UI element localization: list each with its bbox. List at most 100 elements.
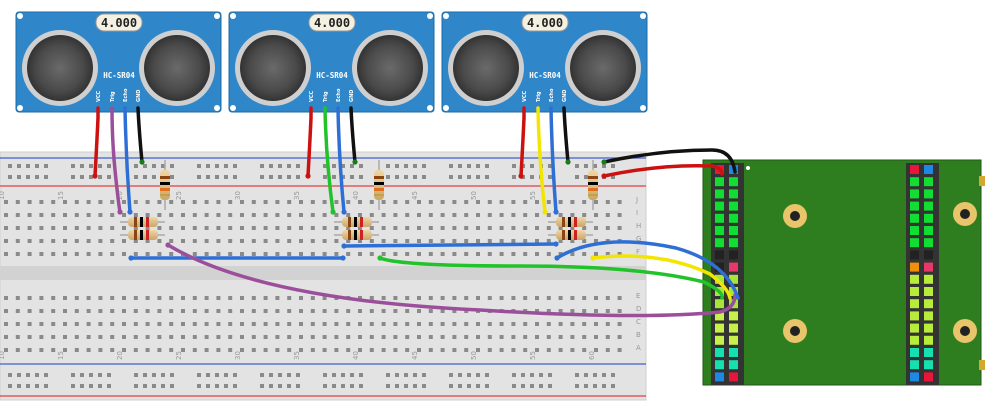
breadboard-hole <box>86 200 91 204</box>
rail-hole <box>278 373 282 377</box>
breadboard-hole <box>511 213 516 217</box>
breadboard-hole <box>617 226 622 230</box>
breadboard-hole <box>535 200 539 204</box>
transducer-right <box>144 35 210 101</box>
breadboard-hole <box>86 213 91 217</box>
rail-hole <box>269 384 273 388</box>
breadboard-hole <box>605 296 610 300</box>
breadboard-hole <box>287 239 292 243</box>
header-pin <box>924 372 933 382</box>
breadboard-hole <box>358 213 362 217</box>
breadboard-hole <box>251 239 256 243</box>
breadboard-hole <box>204 239 209 243</box>
rail-hole <box>575 175 579 179</box>
rail-hole <box>215 384 219 388</box>
breadboard-hole <box>322 239 327 243</box>
rail-hole <box>296 175 300 179</box>
breadboard-hole <box>86 252 91 256</box>
breadboard-hole <box>358 296 362 300</box>
col-num: 25 <box>175 191 183 200</box>
breadboard-hole <box>145 200 150 204</box>
breadboard-hole <box>216 252 221 256</box>
row-letter: C <box>636 318 641 326</box>
breadboard-hole <box>558 309 563 313</box>
row-letter: F <box>636 248 640 256</box>
breadboard-hole <box>358 226 362 230</box>
wire-gnd-1 <box>136 106 144 164</box>
col-num: 40 <box>352 351 360 360</box>
mount-hole <box>214 105 220 111</box>
breadboard-hole <box>546 200 551 204</box>
breadboard-hole <box>523 335 528 339</box>
breadboard-hole <box>299 322 303 326</box>
breadboard-hole <box>381 322 386 326</box>
breadboard-hole <box>287 226 292 230</box>
crystal-oscillator <box>95 13 143 32</box>
rail-hole <box>323 373 327 377</box>
pin-label: GND <box>136 90 142 102</box>
breadboard-hole <box>228 296 233 300</box>
breadboard-hole <box>358 335 362 339</box>
breadboard-hole <box>98 335 103 339</box>
breadboard-hole <box>346 200 351 204</box>
breadboard-hole <box>546 213 551 217</box>
col-num: 50 <box>470 191 478 200</box>
breadboard-hole <box>27 239 32 243</box>
col-num: 15 <box>57 351 65 360</box>
breadboard-hole <box>511 335 516 339</box>
breadboard-hole <box>535 252 539 256</box>
rail-hole <box>35 175 39 179</box>
breadboard-hole <box>476 239 480 243</box>
breadboard-hole <box>310 348 315 352</box>
header-pin <box>910 311 919 321</box>
header-pin <box>729 335 738 345</box>
breadboard-hole <box>251 309 256 313</box>
breadboard-hole <box>594 226 598 230</box>
pin-label: Echo <box>336 88 342 102</box>
breadboard-hole <box>476 213 480 217</box>
breadboard-hole <box>98 239 103 243</box>
col-num: 30 <box>234 191 242 200</box>
breadboard-hole <box>240 335 244 339</box>
transducer-left <box>240 35 306 101</box>
breadboard-hole <box>251 322 256 326</box>
breadboard-hole <box>499 239 504 243</box>
rail-hole <box>386 164 390 168</box>
rail-hole <box>143 384 147 388</box>
rail-hole <box>206 175 210 179</box>
col-num: 60 <box>588 351 596 360</box>
rail-hole <box>539 384 543 388</box>
crystal-label: 4.000 <box>527 16 563 30</box>
breadboard-hole <box>369 226 374 230</box>
rail-hole <box>278 175 282 179</box>
breadboard-hole <box>405 213 410 217</box>
rail-hole <box>206 384 210 388</box>
wire-end <box>601 173 607 179</box>
breadboard-hole <box>240 200 244 204</box>
breadboard-hole <box>145 322 150 326</box>
breadboard-hole <box>181 348 185 352</box>
rail-hole <box>548 175 552 179</box>
rail-hole <box>233 175 237 179</box>
breadboard-hole <box>133 335 138 339</box>
header-pin <box>729 238 738 248</box>
rail-hole <box>224 384 228 388</box>
breadboard-hole <box>476 348 480 352</box>
breadboard-hole <box>157 213 162 217</box>
wire-end <box>341 209 347 215</box>
pin-label: VCC <box>96 90 102 102</box>
breadboard-hole <box>122 309 126 313</box>
breadboard-hole <box>617 322 622 326</box>
header-pin <box>715 348 724 357</box>
breadboard-hole <box>39 348 44 352</box>
header-pin <box>729 372 738 382</box>
wire-end <box>127 209 133 215</box>
breadboard-hole <box>369 239 374 243</box>
breadboard-hole <box>523 213 528 217</box>
wire-cross-blue <box>555 240 740 300</box>
rail-hole <box>197 384 201 388</box>
breadboard-hole <box>98 252 103 256</box>
breadboard-hole <box>299 348 303 352</box>
breadboard-hole <box>452 335 457 339</box>
row-letter: H <box>636 222 641 230</box>
